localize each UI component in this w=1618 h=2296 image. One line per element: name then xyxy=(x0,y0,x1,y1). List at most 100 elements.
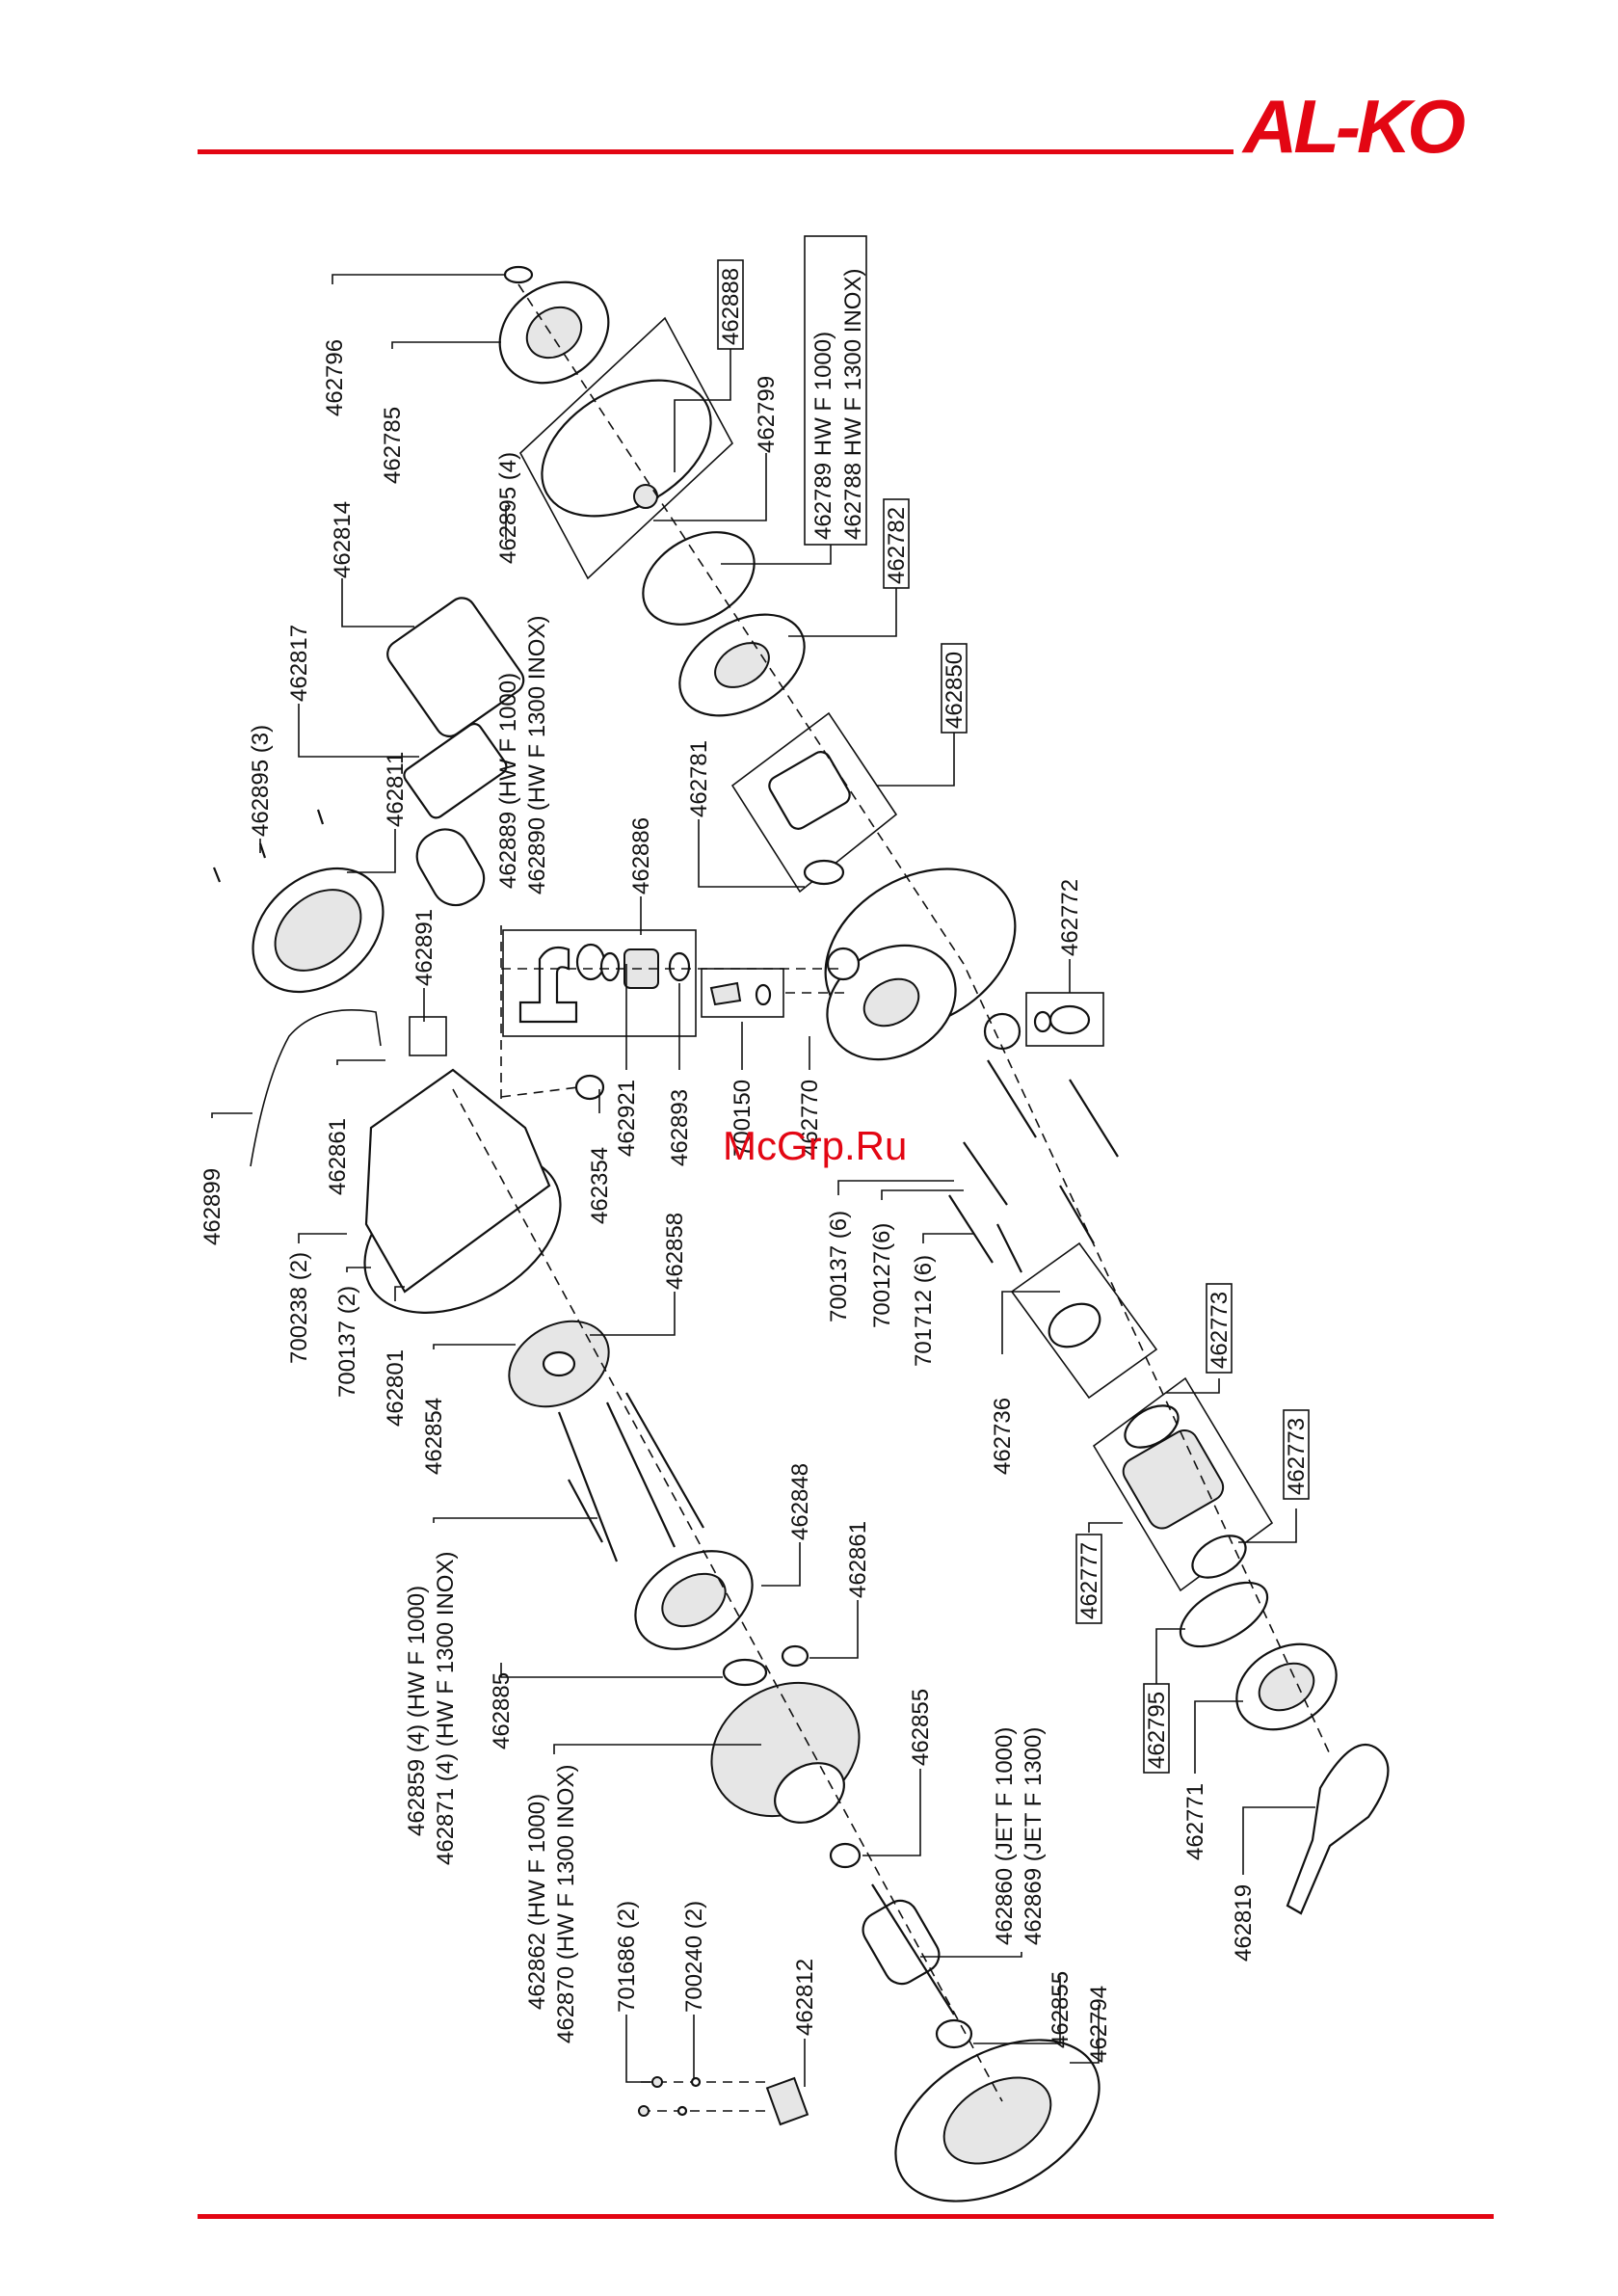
valve-part xyxy=(1048,1302,1101,1348)
label-462777: 462777 xyxy=(1076,1542,1102,1619)
label-462796: 462796 xyxy=(322,339,348,416)
label-462814: 462814 xyxy=(330,501,356,578)
drain-box xyxy=(701,968,784,1018)
stator-bore xyxy=(774,1762,845,1824)
screw-head-part xyxy=(651,2076,663,2088)
filter-cartridge-part xyxy=(1122,1428,1225,1530)
label-box-462789 xyxy=(804,235,867,546)
watermark-text: McGrp.Ru xyxy=(723,1123,908,1168)
label-700240: 700240 (2) xyxy=(681,1901,707,2013)
ejector-box xyxy=(730,711,898,894)
tie-rod-part xyxy=(606,1402,676,1548)
leader-lines xyxy=(211,274,1315,2087)
drain-screw-part xyxy=(709,981,742,1006)
valve-box xyxy=(1010,1241,1158,1400)
tie-rod-part xyxy=(625,1392,704,1529)
motor-housing-part xyxy=(364,1068,551,1294)
label-701686: 701686 (2) xyxy=(614,1901,640,2013)
connector-box xyxy=(502,929,697,1037)
label-box-462888 xyxy=(717,259,744,350)
label-462850: 462850 xyxy=(942,652,968,729)
screw-head-part xyxy=(638,2105,650,2117)
label-462789: 462789 HW F 1000) xyxy=(810,332,836,540)
filter-key-part xyxy=(1286,1744,1390,1915)
elbow-connector-part xyxy=(518,946,578,1024)
label-462788: 462788 HW F 1300 INOX) xyxy=(840,269,866,540)
label-462794: 462794 xyxy=(1086,1986,1112,2063)
label-462889: 462889 (HW F 1000) xyxy=(495,673,521,889)
filter-cap-top xyxy=(1258,1662,1315,1712)
screw-part xyxy=(212,867,222,883)
label-462819: 462819 xyxy=(1231,1884,1257,1962)
assembly-axis-pump xyxy=(517,283,1331,1755)
cable-gland-part xyxy=(574,1074,605,1101)
plug-part xyxy=(1048,1004,1091,1035)
label-462860: 462860 (JET F 1000) xyxy=(992,1727,1018,1945)
label-462354: 462354 xyxy=(587,1147,613,1224)
label-462899: 462899 xyxy=(199,1168,225,1245)
label-462855-upper: 462855 xyxy=(908,1689,934,1766)
label-462893: 462893 xyxy=(667,1089,693,1166)
label-462811: 462811 xyxy=(383,752,409,827)
drain-washer-part xyxy=(755,983,772,1006)
label-462773-upper: 462773 xyxy=(1207,1292,1233,1369)
label-box-462850 xyxy=(941,643,968,734)
label-462869: 462869 (JET F 1300) xyxy=(1021,1727,1047,1945)
label-462858: 462858 xyxy=(662,1213,688,1290)
label-box-462782 xyxy=(883,498,910,589)
label-462736: 462736 xyxy=(990,1398,1016,1475)
label-box-462795 xyxy=(1143,1683,1170,1774)
cooling-fan-hub xyxy=(542,1350,576,1377)
screw-part xyxy=(316,809,325,825)
coupling-ring-part xyxy=(575,943,606,981)
label-462771: 462771 xyxy=(1182,1783,1208,1860)
label-462801: 462801 xyxy=(383,1349,409,1427)
plug-box xyxy=(1025,992,1104,1047)
impeller-stage-inner xyxy=(714,642,770,688)
motor-end-shield-inner xyxy=(942,2076,1052,2165)
tie-rod-part xyxy=(568,1479,603,1543)
filter-ring-bottom xyxy=(1191,1535,1247,1579)
label-462781: 462781 xyxy=(686,740,712,817)
washer-small-part xyxy=(676,2105,688,2117)
seal-ring-part xyxy=(599,951,621,982)
header-rule xyxy=(198,149,1233,154)
seal-kit-box xyxy=(519,316,733,580)
bracket-part xyxy=(765,2076,809,2126)
rotor-shaft xyxy=(871,1883,955,2016)
rotor-part xyxy=(862,1899,941,1986)
label-box-462773a xyxy=(1206,1283,1233,1374)
label-462812: 462812 xyxy=(792,1959,818,2036)
fan-cover-grid xyxy=(274,889,362,972)
tie-rod-part xyxy=(557,1411,619,1562)
label-462895-3: 462895 (3) xyxy=(248,725,274,837)
label-462799: 462799 xyxy=(754,376,780,453)
plug-part-lower xyxy=(781,1644,809,1668)
label-box-462773b xyxy=(1283,1409,1310,1500)
label-462891: 462891 xyxy=(411,909,438,986)
label-462854: 462854 xyxy=(421,1398,447,1475)
filter-box xyxy=(1092,1376,1274,1592)
washer-small-part xyxy=(690,2076,702,2088)
assembly-axis-housing xyxy=(500,1086,579,1098)
ejector-o-ring xyxy=(803,859,845,886)
cap-o-ring-part xyxy=(1179,1581,1269,1648)
label-462859: 462859 (4) (HW F 1000) xyxy=(404,1586,430,1836)
screw-part xyxy=(258,842,267,859)
part-labels: 462796 462785 462895 (4) 462814 462817 4… xyxy=(199,268,1310,2063)
footer-rule xyxy=(198,2214,1494,2219)
label-700127: 700127(6) xyxy=(869,1223,895,1328)
label-700137-2: 700137 (2) xyxy=(334,1286,360,1398)
nut-part xyxy=(633,484,658,509)
label-462773-lower: 462773 xyxy=(1284,1418,1310,1495)
washer-part xyxy=(503,265,534,284)
label-462871: 462871 (4) (HW F 1300 INOX) xyxy=(433,1552,459,1865)
label-462895-4: 462895 (4) xyxy=(495,452,521,564)
label-462770: 462770 xyxy=(797,1080,823,1157)
label-462870: 462870 (HW F 1300 INOX) xyxy=(553,1765,579,2043)
label-462921: 462921 xyxy=(614,1080,640,1157)
bearing-part xyxy=(829,1842,862,1869)
label-462782: 462782 xyxy=(884,507,910,584)
